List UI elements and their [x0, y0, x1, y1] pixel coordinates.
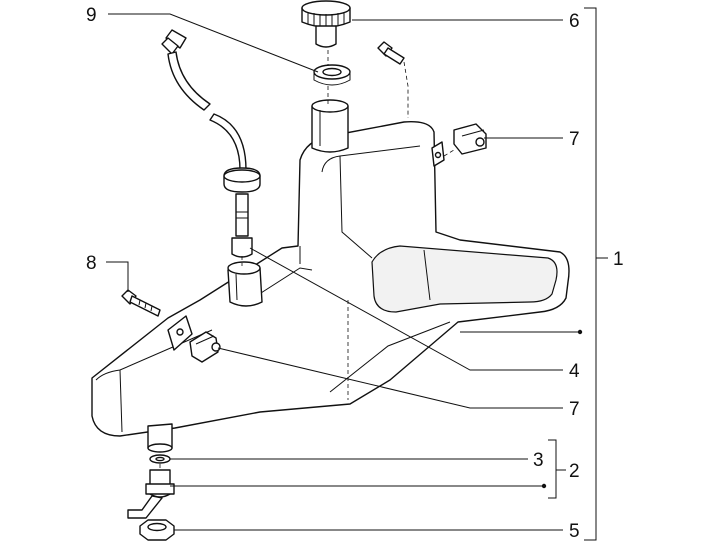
leader-lines [106, 7, 608, 541]
callout-8: 8 [86, 253, 97, 274]
callout-1: 1 [613, 249, 624, 270]
callout-5: 5 [569, 521, 580, 542]
reservoir-tank [91, 121, 570, 437]
seal-ring [313, 64, 351, 86]
mounting-tab-right [431, 141, 445, 167]
filler-cap [301, 0, 351, 48]
callout-6: 6 [569, 11, 580, 32]
callout-9: 9 [86, 5, 97, 26]
secondary-neck [227, 261, 263, 307]
small-screw [377, 41, 405, 65]
vent-hose [161, 29, 261, 258]
drain-union [127, 469, 175, 519]
callout-7-upper: 7 [569, 129, 580, 150]
callout-3: 3 [533, 450, 544, 471]
filler-neck [311, 99, 349, 153]
callout-2: 2 [569, 461, 580, 482]
clip-nut-lower [189, 331, 221, 363]
outlet-spigot [147, 423, 173, 453]
callout-7-lower: 7 [569, 399, 580, 420]
callout-4: 4 [569, 361, 580, 382]
clip-nut-upper [453, 123, 487, 155]
mounting-tab-left [167, 315, 193, 351]
drain-nut [139, 519, 175, 541]
mounting-bolt [121, 289, 161, 317]
drain-washer [149, 454, 171, 464]
